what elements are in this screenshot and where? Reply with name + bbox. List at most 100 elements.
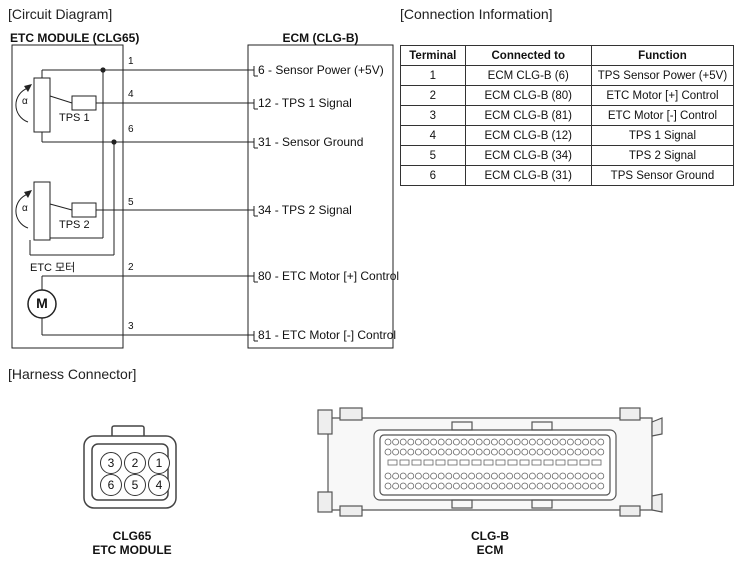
ecm-pin-hole <box>566 438 574 446</box>
ecm-pin-hole <box>544 448 552 456</box>
terminal-5: 5 <box>128 197 134 208</box>
ecm-pin-hole <box>544 472 552 480</box>
ecm-pin-slot <box>507 459 518 466</box>
ecm-pin-hole <box>589 482 597 490</box>
tps2-sensor-box <box>71 202 97 218</box>
ecm-pin-slot <box>519 459 530 466</box>
clg65-pin-1: 1 <box>148 452 170 474</box>
circuit-diagram <box>11 44 394 349</box>
ecm-pin-hole <box>407 472 415 480</box>
ecm-pin-hole <box>536 438 544 446</box>
ecm-caption: CLG-B ECM <box>471 529 509 557</box>
cell: TPS 2 Signal <box>590 145 734 166</box>
ecm-pin-hole <box>475 448 483 456</box>
ecm-pin-hole <box>490 448 498 456</box>
ecm-pin-hole <box>445 448 453 456</box>
ecm-pin-hole <box>384 482 392 490</box>
motor-label: ETC 모터 <box>30 262 76 274</box>
clg65-pin-2: 2 <box>124 452 146 474</box>
ecm-pin-hole <box>506 448 514 456</box>
tps1-sensor-box <box>71 95 97 111</box>
ecm-pin-hole <box>384 448 392 456</box>
ecm-pin-slot <box>543 459 554 466</box>
connection-info-heading: [Connection Information] <box>400 6 553 22</box>
ecm-pin-34: 34 - TPS 2 Signal <box>258 203 352 217</box>
ecm-pin-hole <box>536 472 544 480</box>
cell: 6 <box>400 165 466 186</box>
ecm-pin-slot <box>399 459 410 466</box>
ecm-pin-hole <box>422 438 430 446</box>
ecm-title: ECM (CLG-B) <box>282 31 359 45</box>
ecm-pin-hole <box>597 482 605 490</box>
ecm-pin-hole <box>445 482 453 490</box>
ecm-pin-hole <box>544 438 552 446</box>
ecm-pin-hole <box>460 438 468 446</box>
terminal-4: 4 <box>128 89 134 100</box>
ecm-pin-hole <box>468 482 476 490</box>
ecm-pin-hole <box>582 438 590 446</box>
ecm-pin-hole <box>460 472 468 480</box>
ecm-pin-hole <box>483 448 491 456</box>
ecm-pin-hole <box>430 448 438 456</box>
cell: ECM CLG-B (12) <box>464 125 592 146</box>
ecm-pin-hole <box>506 438 514 446</box>
header-connected-to: Connected to <box>464 45 592 66</box>
ecm-pin-hole <box>536 482 544 490</box>
ecm-pin-hole <box>536 448 544 456</box>
header-terminal: Terminal <box>400 45 466 66</box>
ecm-pin-slot <box>435 459 446 466</box>
ecm-pin-hole <box>399 482 407 490</box>
ecm-pin-hole <box>589 472 597 480</box>
ecm-pin-slot <box>483 459 494 466</box>
cell: 2 <box>400 85 466 106</box>
ecm-pin-hole <box>475 482 483 490</box>
ecm-pin-hole <box>582 472 590 480</box>
terminal-3: 3 <box>128 321 134 332</box>
ecm-pin-hole <box>544 482 552 490</box>
circuit-diagram-heading: [Circuit Diagram] <box>8 6 113 22</box>
cell: ETC Motor [+] Control <box>590 85 734 106</box>
ecm-pin-hole <box>528 448 536 456</box>
ecm-pin-hole <box>468 472 476 480</box>
ecm-pin-hole <box>559 448 567 456</box>
ecm-pin-ticks <box>253 66 258 342</box>
ecm-pin-hole <box>460 448 468 456</box>
ecm-pin-hole <box>415 472 422 480</box>
ecm-pin-hole <box>506 472 514 480</box>
ecm-pin-slot <box>591 459 602 466</box>
ecm-pin-31: 31 - Sensor Ground <box>258 135 364 149</box>
ecm-pin-hole <box>574 448 582 456</box>
ecm-pin-hole <box>430 472 438 480</box>
ecm-pin-hole <box>551 472 559 480</box>
ecm-pin-hole <box>384 472 392 480</box>
cell: ECM CLG-B (81) <box>464 105 592 126</box>
tps2-label: TPS 2 <box>59 219 90 231</box>
alpha-2: α <box>22 203 28 214</box>
ecm-pin-slot <box>471 459 482 466</box>
ecm-pin-hole <box>551 438 559 446</box>
ecm-pin-hole <box>483 472 491 480</box>
cell: ECM CLG-B (6) <box>464 65 592 86</box>
terminal-1: 1 <box>128 56 134 67</box>
ecm-pin-slot <box>411 459 422 466</box>
cell: ECM CLG-B (31) <box>464 165 592 186</box>
ecm-pin-hole <box>430 482 438 490</box>
ecm-pin-slot <box>555 459 566 466</box>
ecm-pin-hole <box>407 438 415 446</box>
cell: TPS Sensor Power (+5V) <box>590 65 734 86</box>
ecm-pin-hole <box>422 472 430 480</box>
ecm-pin-hole <box>513 472 521 480</box>
ecm-pin-hole <box>452 438 460 446</box>
ecm-pin-hole <box>475 438 483 446</box>
ecm-pin-hole <box>452 448 460 456</box>
ecm-pin-hole <box>589 448 597 456</box>
etc-module-title: ETC MODULE (CLG65) <box>10 31 140 45</box>
ecm-pin-hole <box>452 482 460 490</box>
ecm-pin-hole <box>574 438 582 446</box>
ecm-pin-hole <box>521 482 529 490</box>
ecm-pin-hole <box>452 472 460 480</box>
ecm-pin-hole <box>407 448 415 456</box>
